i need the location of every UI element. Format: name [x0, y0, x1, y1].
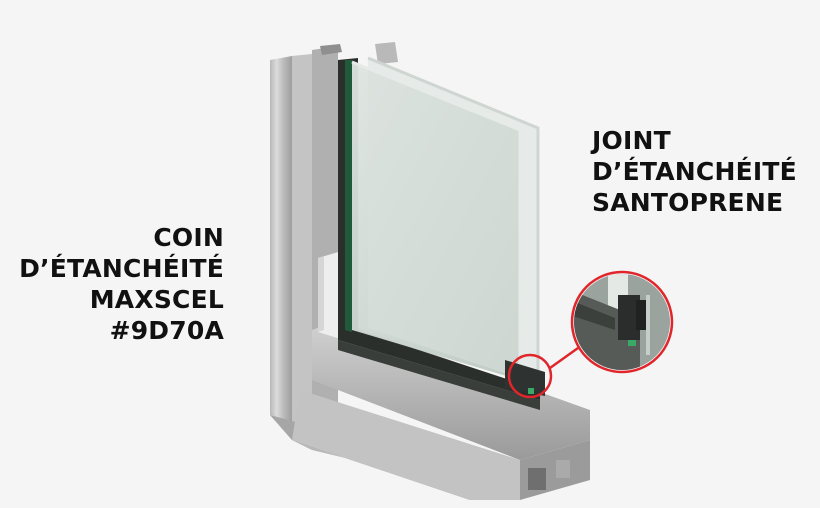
- label-corner-seal-line-3: MAXSCEL: [89, 285, 224, 314]
- sash-gasket: [338, 58, 540, 410]
- detail-callout: [507, 270, 674, 399]
- label-corner-seal: COIN D’ÉTANCHÉITÉ MAXSCEL #9D70A: [19, 222, 224, 346]
- callout-connector-line: [549, 346, 579, 370]
- label-corner-seal-line-4: #9D70A: [109, 316, 224, 345]
- glass-bottom-edge: [505, 360, 545, 396]
- label-gasket-line-1: JOINT: [592, 126, 671, 155]
- label-corner-seal-line-2: D’ÉTANCHÉITÉ: [19, 254, 224, 283]
- label-gasket-line-2: D’ÉTANCHÉITÉ: [592, 157, 797, 186]
- label-corner-seal-line-1: COIN: [153, 223, 224, 252]
- callout-large-circle: [570, 270, 674, 374]
- label-gasket-line-3: SANTOPRENE: [592, 188, 784, 217]
- label-santoprene-gasket: JOINT D’ÉTANCHÉITÉ SANTOPRENE: [592, 125, 797, 218]
- callout-small-circle: [507, 353, 553, 399]
- glass-panes: [351, 56, 540, 384]
- green-seal-mark: [528, 388, 534, 394]
